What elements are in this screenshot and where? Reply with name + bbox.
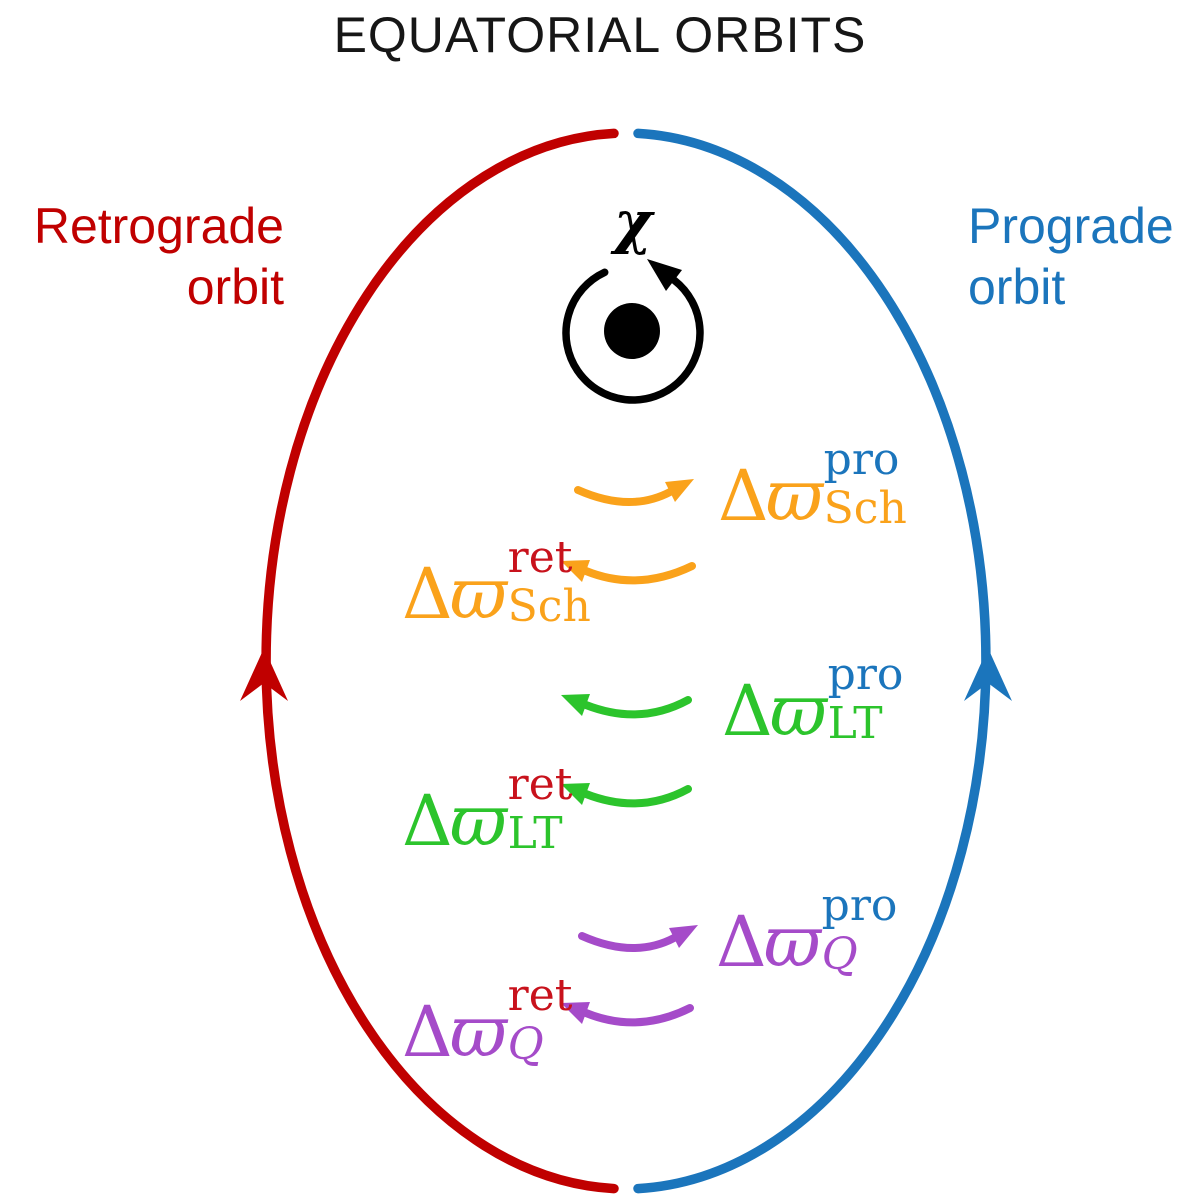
delta-glyph: Δ: [716, 901, 767, 983]
superscript-pro: pro: [821, 880, 898, 931]
spin-direction-circle-arrow: [562, 268, 704, 404]
sch-ret-arrowhead-icon: [561, 560, 590, 582]
prograde-orbit-label-line2: orbit: [968, 259, 1066, 315]
q-pro-arrowhead-icon: [669, 925, 698, 948]
lt-pro-arrowhead-icon: [561, 694, 590, 716]
superscript-ret: ret: [507, 532, 573, 583]
subscript-lt: LT: [507, 808, 563, 859]
varpi-glyph: ϖ: [449, 780, 507, 862]
varpi-glyph: ϖ: [449, 991, 507, 1073]
superscript-ret: ret: [507, 759, 573, 810]
varpi-glyph: ϖ: [769, 670, 827, 752]
prograde-direction-arrowhead-icon: [964, 648, 1012, 701]
subscript-sch: Sch: [823, 483, 907, 534]
q-ret-shift-arrow: [582, 1004, 694, 1027]
superscript-pro: pro: [827, 649, 904, 700]
delta-glyph: Δ: [402, 553, 453, 635]
label-shift-lt-pro: Δϖ pro LT: [722, 653, 904, 747]
scripts-column: ret LT: [508, 763, 573, 856]
delta-glyph: Δ: [402, 991, 453, 1073]
lt-ret-shift-arrow: [582, 785, 692, 808]
scripts-column: ret Q: [508, 974, 573, 1067]
delta-varpi-base: Δϖ: [402, 786, 507, 856]
page-title: EQUATORIAL ORBITS: [333, 7, 867, 63]
superscript-ret: ret: [507, 970, 573, 1021]
sch-pro-arrowhead-icon: [665, 479, 694, 502]
retrograde-orbit-label: Retrograde orbit: [4, 196, 284, 318]
scripts-column: pro Q: [822, 884, 898, 977]
scripts-column: pro LT: [828, 653, 904, 746]
q-pro-shift-arrow: [578, 932, 678, 952]
sch-pro-shift-arrow: [574, 486, 674, 506]
delta-varpi-base: Δϖ: [722, 676, 827, 746]
label-shift-lt-ret: Δϖ ret LT: [402, 763, 573, 857]
delta-varpi-base: Δϖ: [716, 907, 821, 977]
spin-parameter-chi-symbol: χ: [613, 188, 653, 256]
q-ret-arrowhead-icon: [561, 1002, 590, 1024]
label-shift-q-pro: Δϖ pro Q: [716, 884, 898, 978]
delta-glyph: Δ: [722, 670, 773, 752]
varpi-glyph: ϖ: [765, 455, 823, 537]
label-shift-sch-pro: Δϖ pro Sch: [718, 438, 907, 532]
subscript-lt: LT: [827, 698, 883, 749]
spin-arrowhead-icon: [647, 259, 682, 291]
varpi-glyph: ϖ: [449, 553, 507, 635]
superscript-pro: pro: [823, 434, 900, 485]
subscript-q: Q: [821, 929, 858, 980]
prograde-orbit-label-line1: Prograde: [968, 198, 1174, 254]
delta-varpi-base: Δϖ: [402, 559, 507, 629]
delta-glyph: Δ: [718, 455, 769, 537]
retrograde-orbit-label-line1: Retrograde: [33, 198, 284, 254]
retrograde-direction-arrowhead-icon: [240, 648, 288, 701]
lt-ret-arrowhead-icon: [561, 783, 590, 805]
delta-varpi-base: Δϖ: [402, 997, 507, 1067]
label-shift-q-ret: Δϖ ret Q: [402, 974, 573, 1068]
lt-pro-shift-arrow: [582, 696, 692, 719]
black-hole-dot-icon: [604, 303, 660, 359]
subscript-sch: Sch: [507, 581, 591, 632]
subscript-q: Q: [507, 1019, 544, 1070]
varpi-glyph: ϖ: [763, 901, 821, 983]
scripts-column: ret Sch: [508, 536, 591, 629]
label-shift-sch-ret: Δϖ ret Sch: [402, 536, 591, 630]
scripts-column: pro Sch: [824, 438, 907, 531]
retrograde-orbit-label-line2: orbit: [186, 259, 284, 315]
delta-varpi-base: Δϖ: [718, 461, 823, 531]
sch-ret-shift-arrow: [582, 562, 696, 585]
delta-glyph: Δ: [402, 780, 453, 862]
prograde-orbit-label: Prograde orbit: [968, 196, 1200, 318]
